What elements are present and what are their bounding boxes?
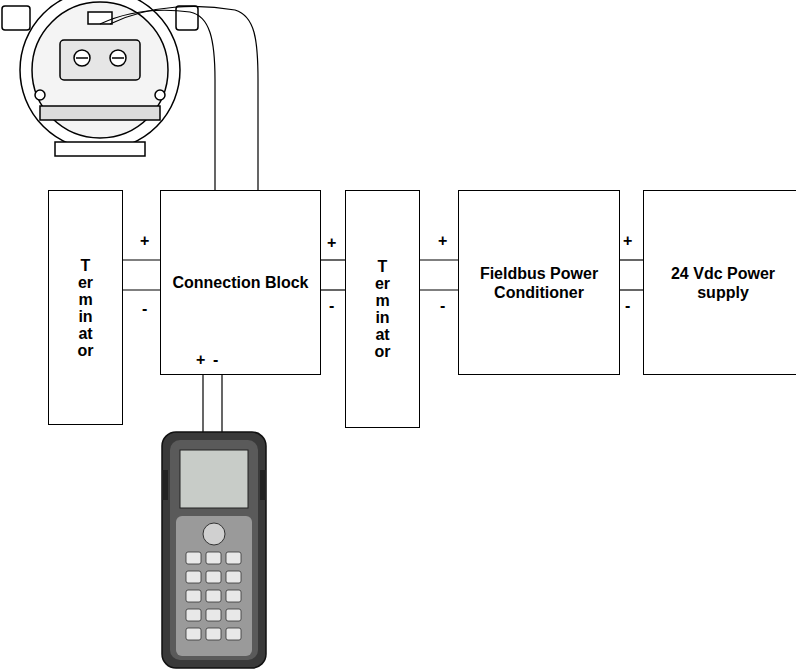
bus-wire: [123, 289, 160, 290]
node-label: Terminator: [375, 258, 391, 360]
node-label: Fieldbus Power Conditioner: [459, 260, 619, 306]
bus-wire: [321, 259, 345, 260]
handheld-communicator: [162, 432, 266, 668]
polarity-label: -: [212, 352, 219, 368]
bus-wire: [420, 289, 458, 290]
polarity-label: -: [328, 298, 335, 314]
bus-wire: [620, 259, 643, 260]
signal-wire: [100, 10, 215, 190]
polarity-label: -: [439, 298, 446, 314]
bus-wire: [420, 259, 458, 260]
signal-wire: [202, 375, 203, 440]
polarity-label: -: [624, 298, 631, 314]
terminator-box: Terminator: [48, 190, 123, 425]
polarity-label: +: [326, 235, 337, 251]
connection-block: Connection Block: [160, 190, 321, 375]
power-conditioner-box: Fieldbus Power Conditioner: [458, 190, 620, 375]
node-label: Terminator: [78, 257, 94, 359]
polarity-label: +: [139, 233, 150, 249]
bus-wire: [123, 259, 160, 260]
node-label: 24 Vdc Power supply: [644, 260, 796, 306]
node-label: Connection Block: [166, 269, 314, 296]
polarity-label: +: [195, 352, 206, 368]
polarity-label: +: [437, 233, 448, 249]
bus-wire: [620, 289, 643, 290]
signal-wire: [221, 375, 222, 440]
polarity-label: +: [622, 233, 633, 249]
terminator-box: Terminator: [345, 190, 420, 428]
bus-wire: [321, 289, 345, 290]
signal-wire: [110, 7, 258, 190]
polarity-label: -: [141, 301, 148, 317]
power-supply-box: 24 Vdc Power supply: [643, 190, 796, 375]
